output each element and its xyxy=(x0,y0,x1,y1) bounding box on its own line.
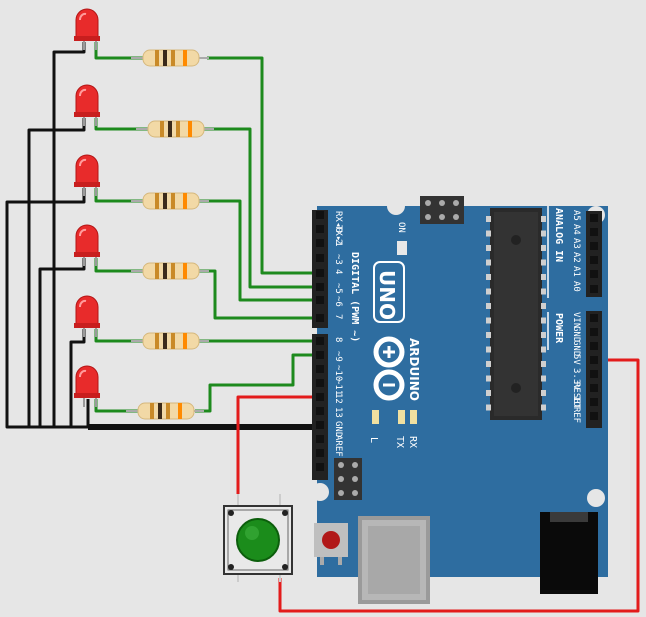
resistor xyxy=(131,332,209,350)
on-led xyxy=(397,241,407,255)
analog-pin-label: A0 xyxy=(571,281,581,292)
wire-pin12-button xyxy=(236,395,318,494)
tx-led xyxy=(398,410,405,424)
power-jack xyxy=(540,512,598,594)
wire-led6 xyxy=(94,399,138,413)
digital-pin-label: 7 xyxy=(333,314,343,319)
power-pin-label: 3.3V xyxy=(571,368,581,390)
led xyxy=(74,295,100,337)
resistor xyxy=(131,49,209,67)
digital-pin-label: ~10 xyxy=(333,365,343,381)
led xyxy=(74,8,100,50)
power-pin-label: GND xyxy=(571,326,581,342)
icsp-header-top xyxy=(420,196,464,224)
l-led xyxy=(372,410,379,424)
digital-pin-label: 4 xyxy=(333,269,343,274)
digital-pin-label: 8 xyxy=(333,337,343,342)
ground-wires xyxy=(5,42,320,430)
wire-led3 xyxy=(94,188,143,203)
tx-label: TX xyxy=(394,436,405,448)
mount-hole xyxy=(311,483,329,501)
signal-wires xyxy=(94,42,318,413)
wire-led4 xyxy=(94,258,143,273)
power-header xyxy=(586,311,602,428)
analog-header-label: ANALOG IN xyxy=(553,208,564,262)
mount-hole xyxy=(587,489,605,507)
l-label: L xyxy=(368,437,379,443)
button-cap[interactable] xyxy=(236,518,280,562)
resistor xyxy=(126,402,204,420)
digital-pin-label: GND xyxy=(333,421,343,437)
digital-pin-label: TX▸1 xyxy=(333,225,343,247)
digital-pin-label: 12 xyxy=(333,393,343,404)
analog-header xyxy=(586,211,602,297)
led xyxy=(74,365,100,407)
power-wires xyxy=(236,358,640,613)
rx-led xyxy=(410,410,417,424)
resistor xyxy=(136,120,214,138)
push-button[interactable] xyxy=(223,494,293,582)
analog-pin-label: A5 xyxy=(571,210,581,221)
digital-pin-label: 13 xyxy=(333,407,343,418)
icsp-header-bottom xyxy=(334,458,362,500)
resistors xyxy=(126,49,214,420)
reset-button[interactable] xyxy=(314,523,348,565)
led xyxy=(74,84,100,126)
digital-pin-label: 2 xyxy=(333,239,343,244)
atmega-chip xyxy=(486,208,546,420)
digital-pin-label: ~11 xyxy=(333,379,343,395)
led xyxy=(74,154,100,196)
analog-pin-label: A4 xyxy=(571,224,581,235)
uno-badge: UNO xyxy=(373,261,405,323)
usb-port xyxy=(358,516,430,604)
digital-pin-label: RX◂0 xyxy=(333,211,343,233)
arduino-board: ON L TX RX UNO ARDUINO DIGITAL (PWM ~) A… xyxy=(311,196,608,604)
wire-r4-pin7 xyxy=(199,269,318,320)
power-header-label: POWER xyxy=(553,313,564,344)
power-pin-label: GND xyxy=(571,340,581,356)
analog-pin-label: A1 xyxy=(571,266,581,277)
rx-label: RX xyxy=(407,436,418,448)
resistor xyxy=(131,192,209,210)
wire-led5 xyxy=(94,329,143,343)
digital-pin-label: ~5 xyxy=(333,283,343,294)
resistor xyxy=(131,262,209,280)
wire-r6-pin9 xyxy=(195,353,318,413)
digital-pin-label: ~6 xyxy=(333,296,343,307)
arduino-logo-icon xyxy=(373,336,405,401)
arduino-brand: ARDUINO xyxy=(407,338,421,401)
power-pin-label: VIN xyxy=(571,312,581,328)
mount-hole xyxy=(387,197,405,215)
analog-pin-label: A2 xyxy=(571,252,581,263)
uno-label: UNO xyxy=(375,270,399,320)
leds xyxy=(74,8,100,407)
analog-pin-label: A3 xyxy=(571,238,581,249)
power-pin-label: 5V xyxy=(571,354,581,365)
wire-r2-pin5 xyxy=(203,127,318,289)
digital-pin-label: AREF xyxy=(333,435,343,457)
wire-5v-button xyxy=(278,358,640,613)
on-label: ON xyxy=(396,222,406,233)
digital-pin-label: ~3 xyxy=(333,254,343,265)
wire-led2 xyxy=(94,118,148,131)
wire-r3-pin6 xyxy=(199,199,318,302)
power-pin-label: RESET xyxy=(571,382,581,410)
digital-header-label: DIGITAL (PWM ~) xyxy=(349,252,360,342)
gnd-wire-led3 xyxy=(5,188,86,429)
digital-pin-label: ~9 xyxy=(333,351,343,362)
wire-led1 xyxy=(94,42,143,60)
power-pin-label: IOREF xyxy=(571,396,581,423)
digital-header xyxy=(312,210,328,480)
wire-r1-pin4 xyxy=(207,56,318,275)
led xyxy=(74,224,100,266)
